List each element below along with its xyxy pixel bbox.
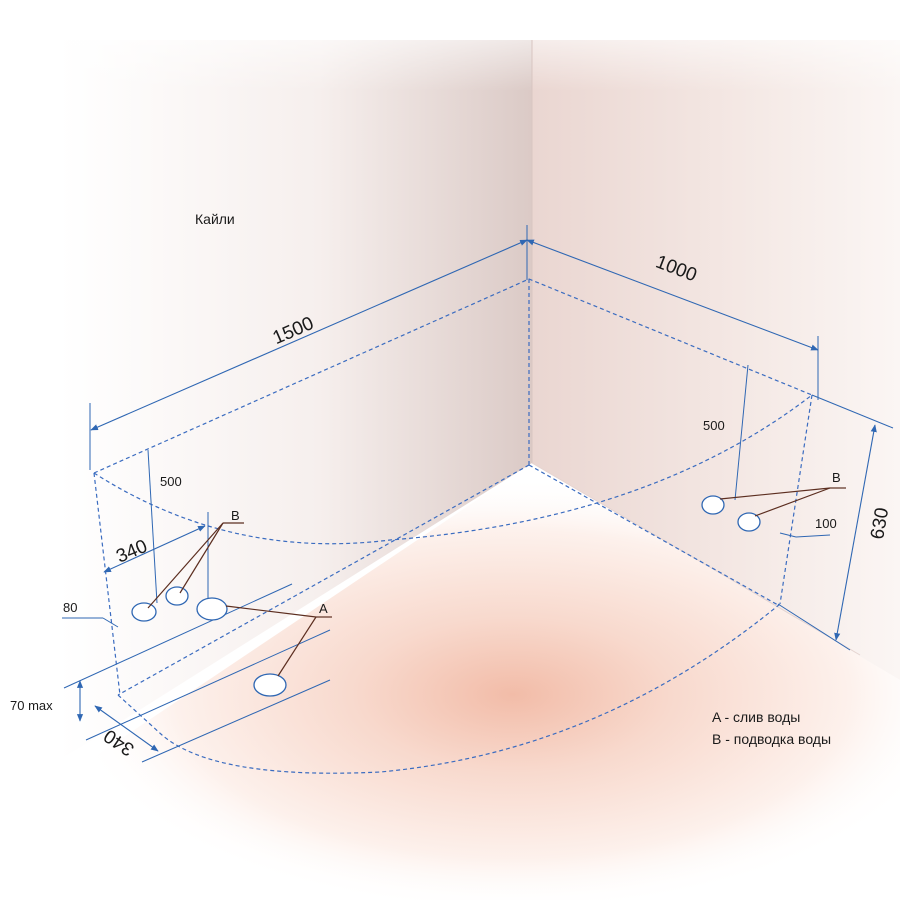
- dim-630: 630: [777, 394, 893, 651]
- model-title: Кайли: [195, 211, 235, 227]
- right-inlet-1: [701, 495, 725, 515]
- marker-a: A: [319, 601, 328, 616]
- dim-100-label: 100: [815, 516, 837, 531]
- dim-500-left-label: 500: [160, 474, 182, 489]
- drain-floor: [253, 673, 287, 697]
- dim-500-right-label: 500: [703, 418, 725, 433]
- drain-overflow: [196, 597, 228, 621]
- dim-70max-label: 70 max: [10, 698, 53, 713]
- dim-500-right: 500: [703, 364, 749, 501]
- legend: A - слив воды B - подводка воды: [712, 706, 831, 750]
- legend-b: B - подводка воды: [712, 731, 832, 747]
- legend-a: A - слив воды: [712, 709, 801, 725]
- dim-100: 100: [779, 516, 837, 538]
- dim-80-label: 80: [63, 600, 77, 615]
- marker-b-right: B: [832, 470, 841, 485]
- drain-points: A: [196, 597, 332, 697]
- right-water-inlets: B: [701, 470, 846, 532]
- dim-500-left: 500: [147, 449, 182, 604]
- floor: [0, 463, 900, 900]
- left-inlet-2: [165, 586, 189, 606]
- left-inlet-1: [131, 602, 157, 622]
- marker-b-left: B: [231, 508, 240, 523]
- wall-top-fade: [0, 0, 900, 260]
- right-inlet-2: [737, 512, 761, 532]
- left-water-inlets: B: [131, 508, 244, 622]
